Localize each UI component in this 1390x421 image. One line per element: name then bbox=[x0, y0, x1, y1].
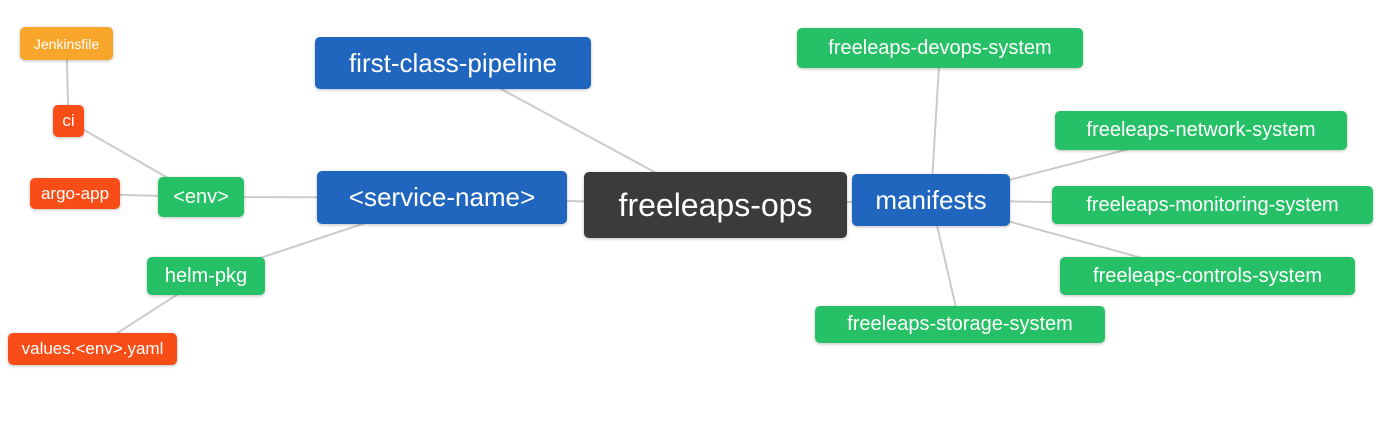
mindmap-node-env[interactable]: <env> bbox=[158, 177, 244, 217]
mindmap-node-devops-sys[interactable]: freeleaps-devops-system bbox=[797, 28, 1083, 68]
mindmap-node-jenkinsfile[interactable]: Jenkinsfile bbox=[20, 27, 113, 60]
mindmap-node-helm-pkg[interactable]: helm-pkg bbox=[147, 257, 265, 295]
mindmap-node-pipeline[interactable]: first-class-pipeline bbox=[315, 37, 591, 89]
mindmap-node-network-sys[interactable]: freeleaps-network-system bbox=[1055, 111, 1347, 150]
mindmap-node-controls-sys[interactable]: freeleaps-controls-system bbox=[1060, 257, 1355, 295]
mindmap-node-storage-sys[interactable]: freeleaps-storage-system bbox=[815, 306, 1105, 343]
mindmap-node-argo-app[interactable]: argo-app bbox=[30, 178, 120, 209]
mindmap-node-ci[interactable]: ci bbox=[53, 105, 84, 137]
mindmap-node-service-name[interactable]: <service-name> bbox=[317, 171, 567, 224]
mindmap-node-manifests[interactable]: manifests bbox=[852, 174, 1010, 226]
mindmap-node-values-yaml[interactable]: values.<env>.yaml bbox=[8, 333, 177, 365]
mindmap-node-ops[interactable]: freeleaps-ops bbox=[584, 172, 847, 238]
mindmap-node-monitor-sys[interactable]: freeleaps-monitoring-system bbox=[1052, 186, 1373, 224]
